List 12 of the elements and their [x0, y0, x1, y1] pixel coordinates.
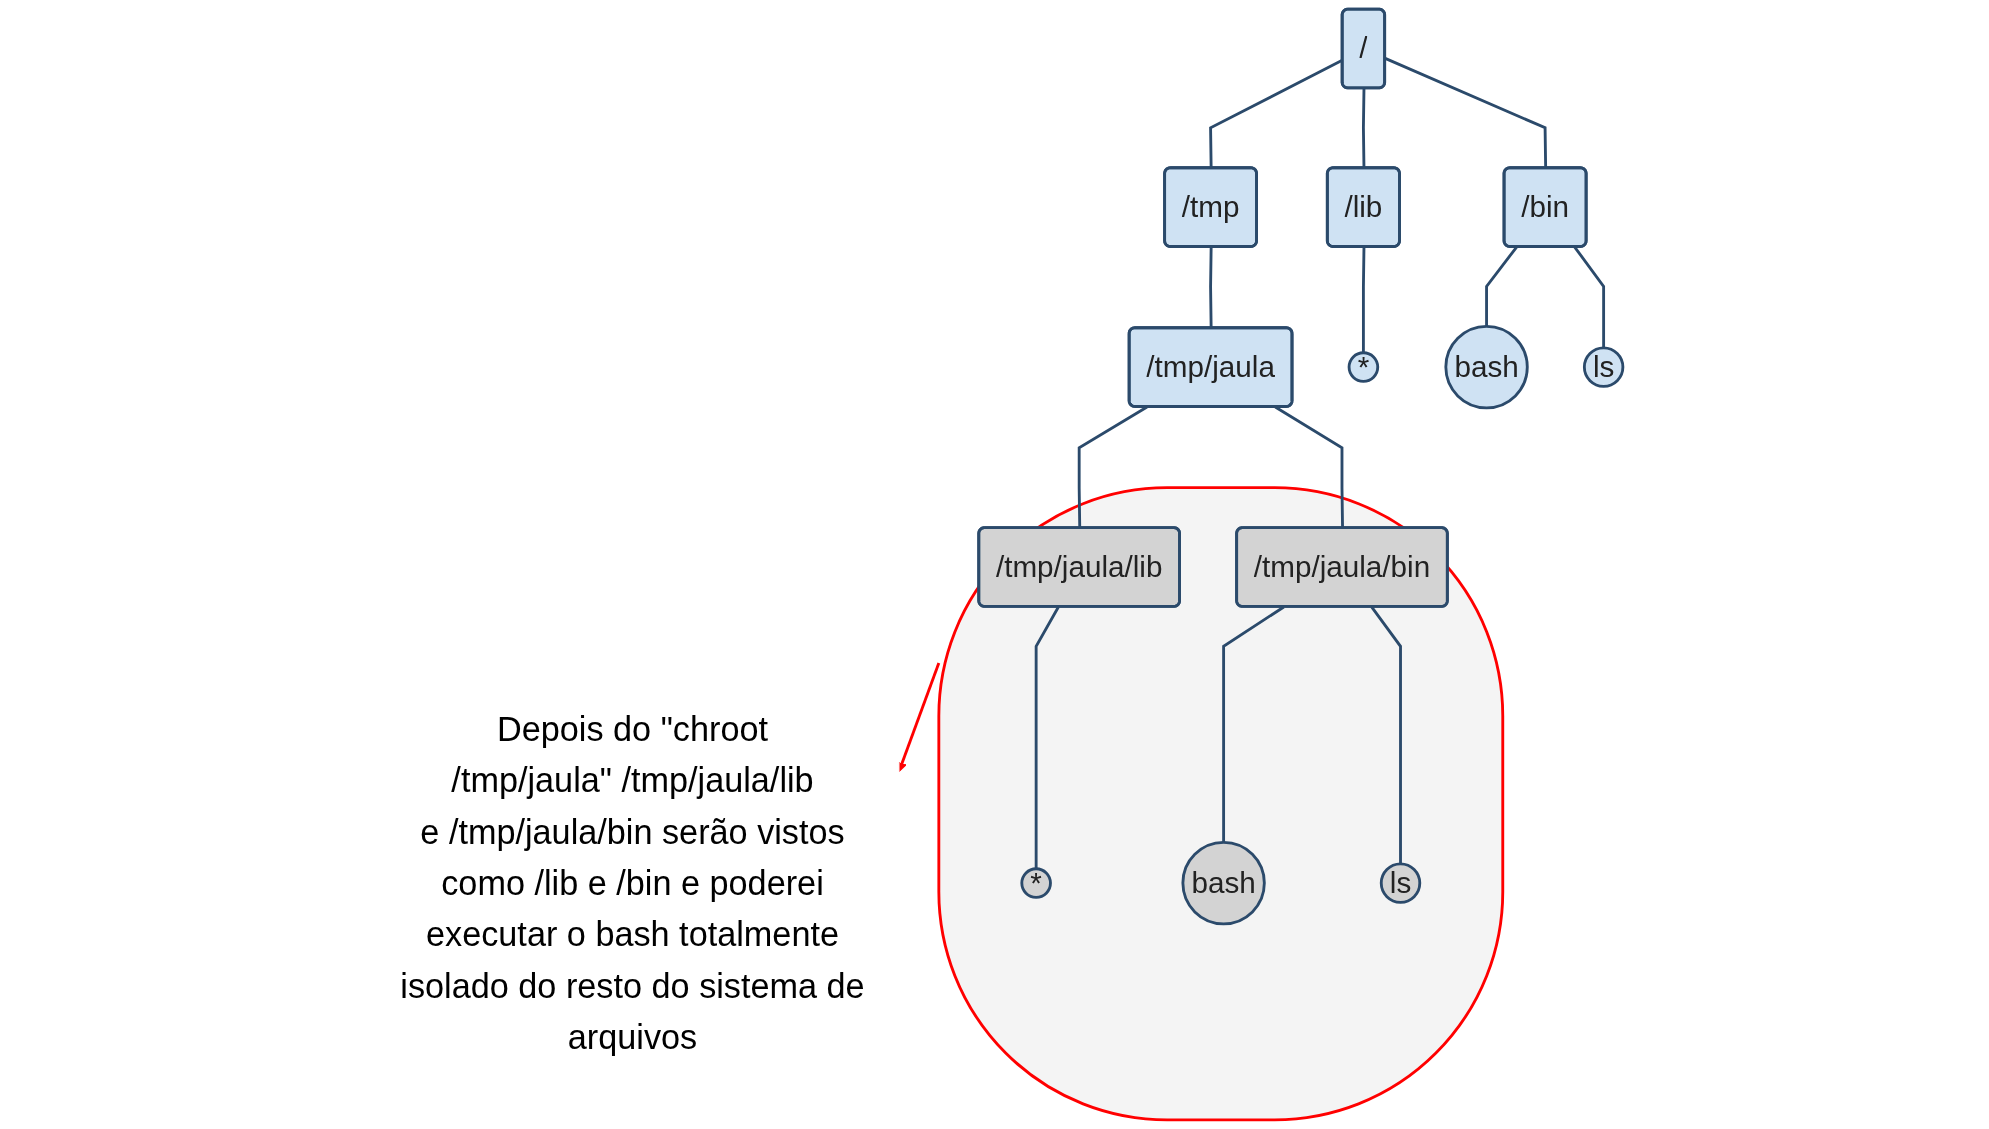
node-text: Depois do "chroot /tmp/jaula" /tmp/jaula/lib e /tmp/jaula/bin serão vistos como /lib e /bin e poderei executar o bash totalmente isolado do resto do sistema de arquivos: [400, 710, 865, 1056]
connector: [1370, 606, 1402, 864]
connector: [1362, 247, 1366, 353]
node-circle: ls: [1582, 346, 1625, 388]
connector: [1034, 606, 1060, 869]
node-circle: *: [1020, 867, 1052, 899]
connector: [1573, 246, 1606, 348]
connector: [1485, 246, 1518, 327]
node-circle: bash: [1444, 324, 1529, 410]
node-circle: ls: [1379, 862, 1422, 904]
node-circle: *: [1347, 351, 1380, 383]
node-circle: bash: [1181, 840, 1266, 926]
